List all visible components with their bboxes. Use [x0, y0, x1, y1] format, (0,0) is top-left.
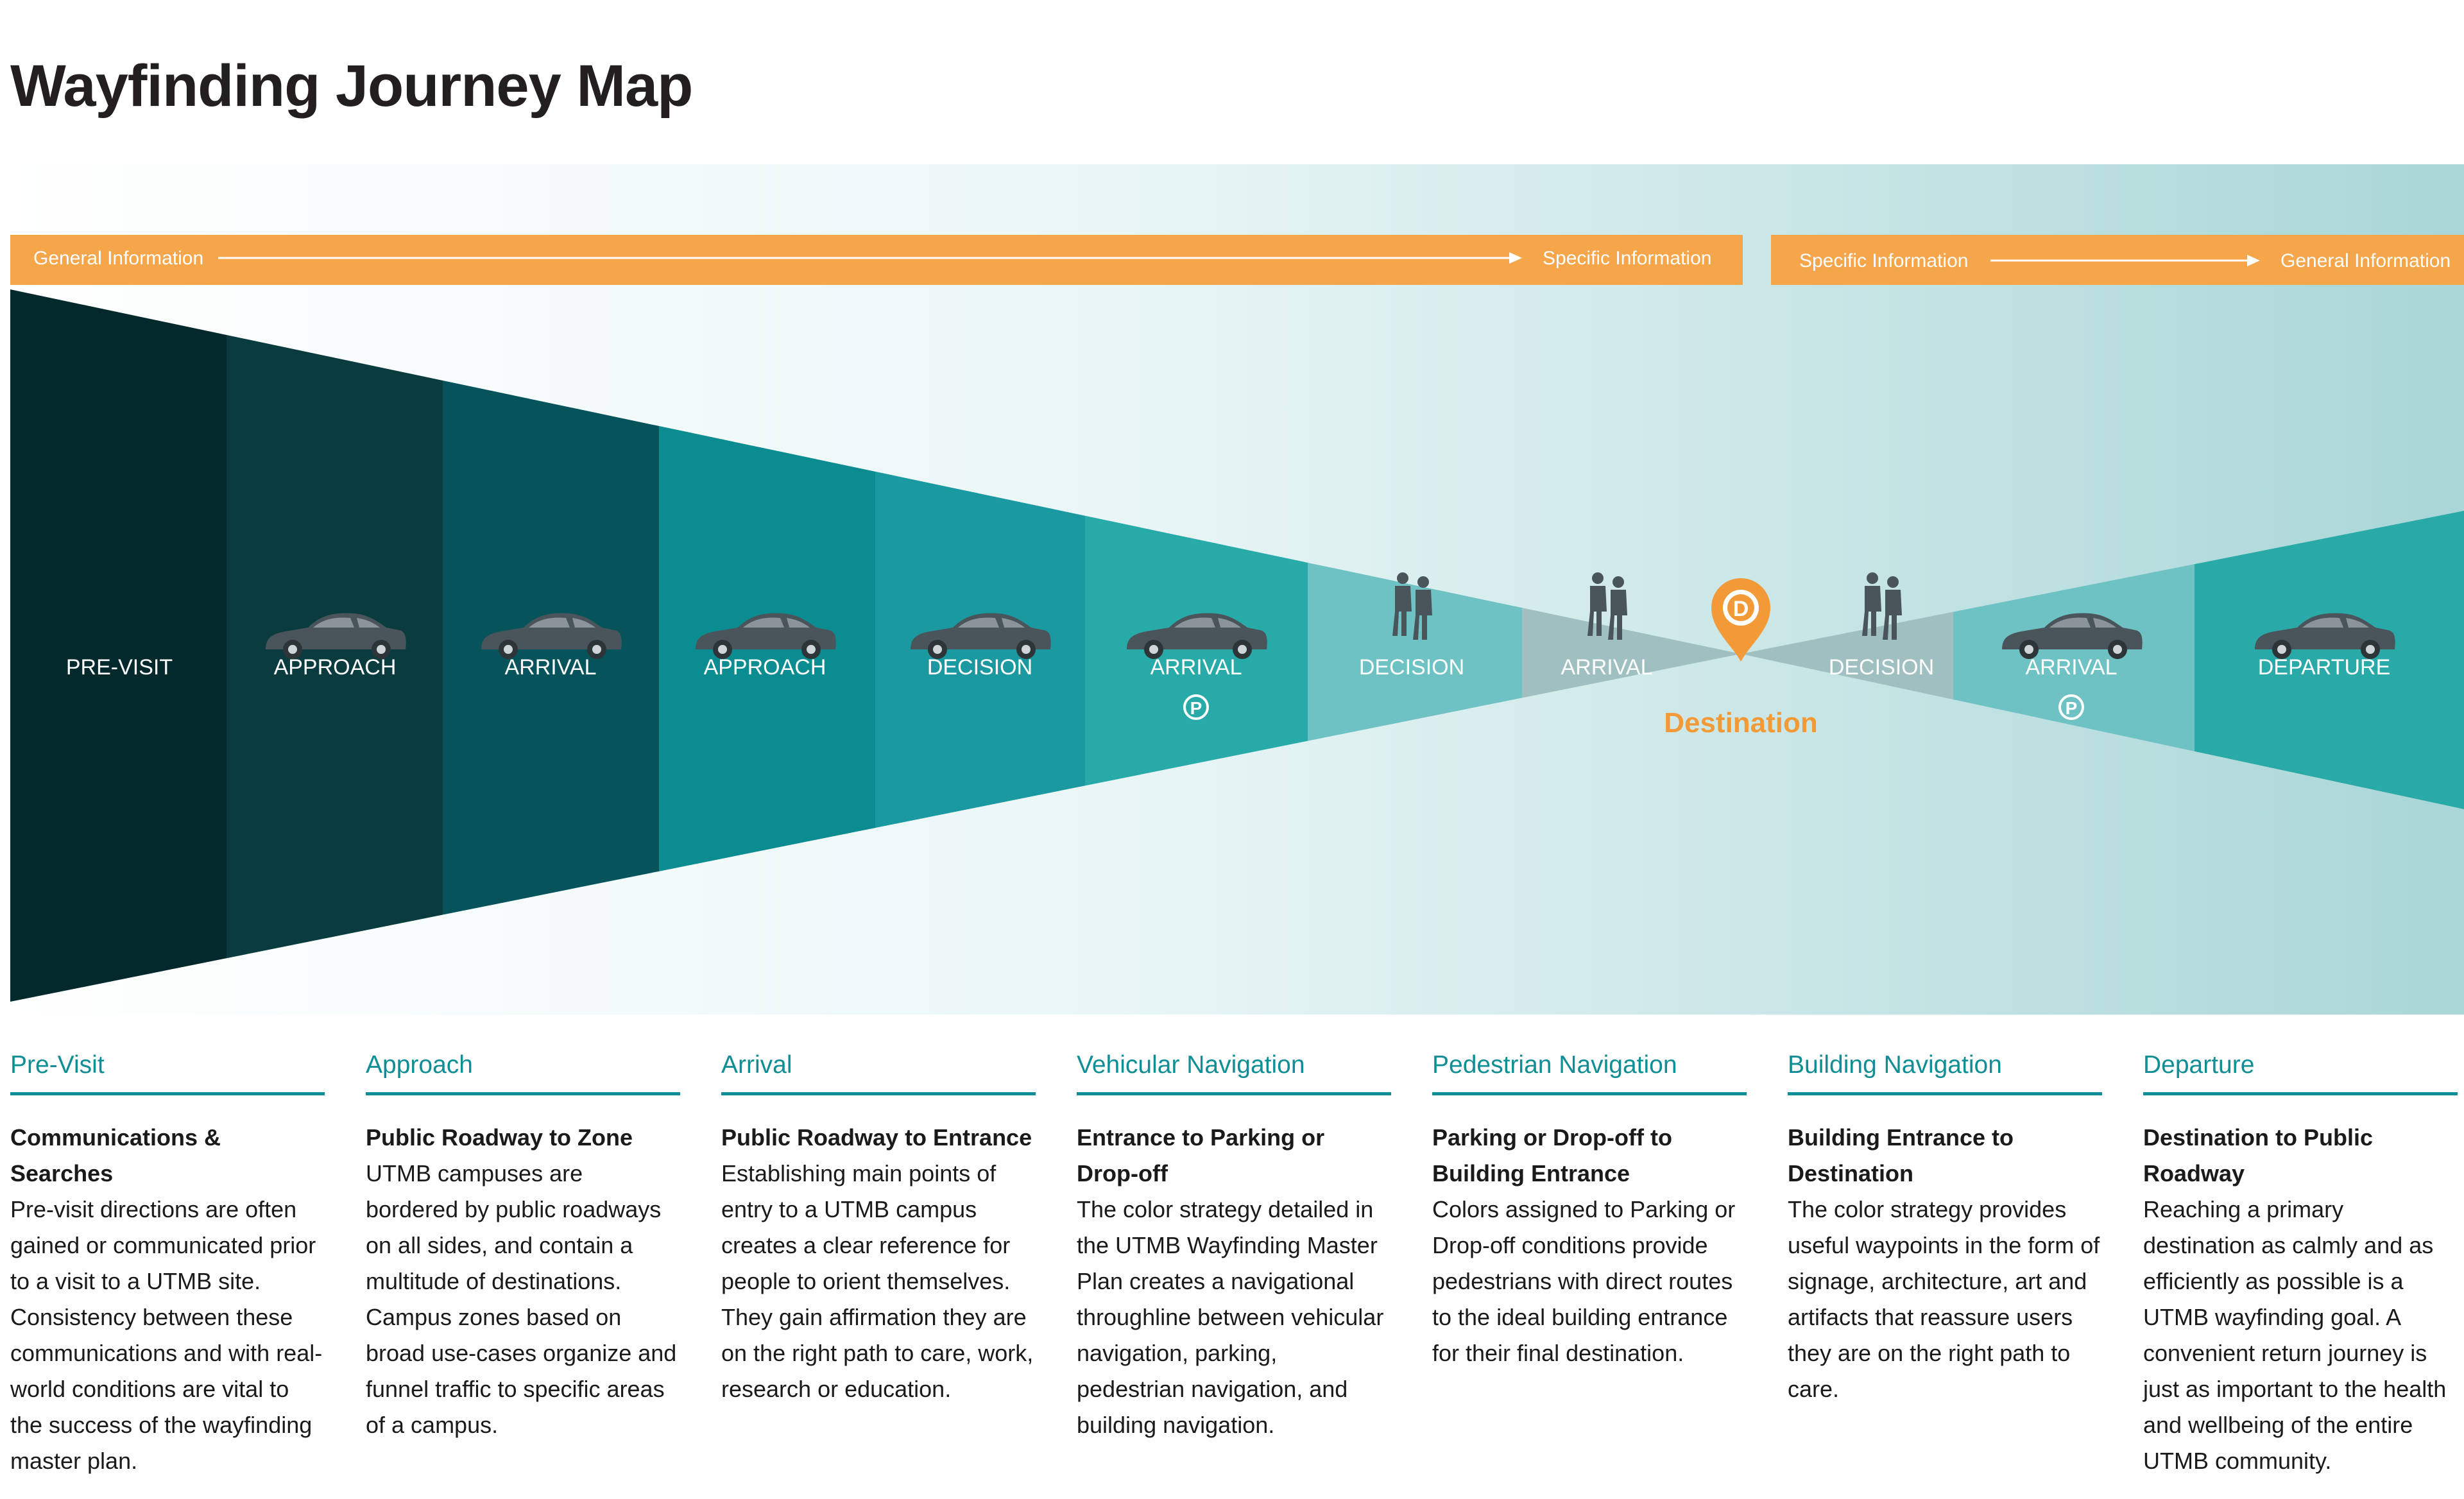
parking-icon: P [1183, 694, 1209, 720]
column-body: The color strategy detailed in the UTMB … [1077, 1196, 1384, 1438]
column-body: The color strategy provides useful waypo… [1788, 1196, 2100, 1402]
column-title: Vehicular Navigation [1077, 1046, 1391, 1095]
parking-icon: P [2058, 694, 2084, 720]
stage-label: PRE-VISIT [66, 655, 173, 680]
stage-labels: PRE-VISIT APPROACH ARRIVAL APPROACH DECISION… [66, 655, 2391, 720]
stage-label: ARRIVAL [1561, 655, 1653, 680]
column-subtitle: Destination to Public Roadway [2143, 1124, 2374, 1186]
stage-band [10, 289, 227, 1002]
column-subtitle: Parking or Drop-off to Building Entrance [1432, 1124, 1672, 1186]
info-bar-left-end: Specific Information [1543, 248, 1711, 269]
page-title: Wayfinding Journey Map [10, 53, 693, 119]
column-body: Establishing main points of entry to a U… [721, 1160, 1034, 1402]
stage-band [1953, 564, 2194, 751]
column-subtitle: Public Roadway to Zone [366, 1124, 633, 1151]
stage-label: DECISION [1359, 655, 1464, 680]
column-subtitle: Entrance to Parking or Drop-off [1077, 1124, 1325, 1186]
stage-band [875, 471, 1085, 828]
column-subtitle: Building Entrance to Destination [1788, 1124, 2014, 1186]
info-bar-left-start: General Information [33, 248, 203, 269]
column-title: Pre-Visit [10, 1046, 325, 1095]
destination-marker-letter: D [1733, 597, 1749, 621]
destination-marker: D [1711, 578, 1770, 662]
column-title: Arrival [721, 1046, 1036, 1095]
column-body: UTMB campuses are bordered by public roa… [366, 1160, 677, 1438]
column-title: Pedestrian Navigation [1432, 1046, 1747, 1095]
destination-label: Destination [1664, 707, 1818, 739]
column-subtitle: Public Roadway to Entrance [721, 1124, 1032, 1151]
stage-label: APPROACH [704, 655, 826, 680]
journey-diagram: General Information Specific Information… [0, 164, 2464, 1015]
column-title: Approach [366, 1046, 680, 1095]
column-subtitle: Communications & Searches [10, 1124, 221, 1186]
column-title: Departure [2143, 1046, 2458, 1095]
info-bar-right-end: General Information [2280, 250, 2451, 271]
stage-bands [10, 289, 2464, 1002]
column-title: Building Navigation [1788, 1046, 2102, 1095]
stage-band [1308, 562, 1522, 741]
stage-band [1085, 515, 1308, 786]
stage-label: APPROACH [274, 655, 397, 680]
stage-label: DECISION [927, 655, 1032, 680]
svg-text:P: P [1190, 698, 1202, 718]
stage-label: ARRIVAL [2026, 655, 2118, 680]
column-body: Pre-visit directions are often gained or… [10, 1196, 323, 1474]
stage-band [1741, 612, 1953, 700]
stage-label: ARRIVAL [505, 655, 597, 680]
stage-band [1522, 608, 1741, 698]
svg-text:P: P [2066, 698, 2078, 718]
stage-label: DEPARTURE [2258, 655, 2391, 680]
stage-band [2194, 511, 2464, 809]
stage-label: DECISION [1829, 655, 1934, 680]
info-bar-right-start: Specific Information [1799, 250, 1968, 271]
info-bar-right: Specific Information General Information [1771, 235, 2464, 285]
stage-label: ARRIVAL [1151, 655, 1242, 680]
info-bar-left: General Information Specific Information [10, 235, 1743, 285]
column-body: Colors assigned to Parking or Drop-off c… [1432, 1196, 1736, 1366]
column-body: Reaching a primary destination as calmly… [2143, 1196, 2447, 1474]
